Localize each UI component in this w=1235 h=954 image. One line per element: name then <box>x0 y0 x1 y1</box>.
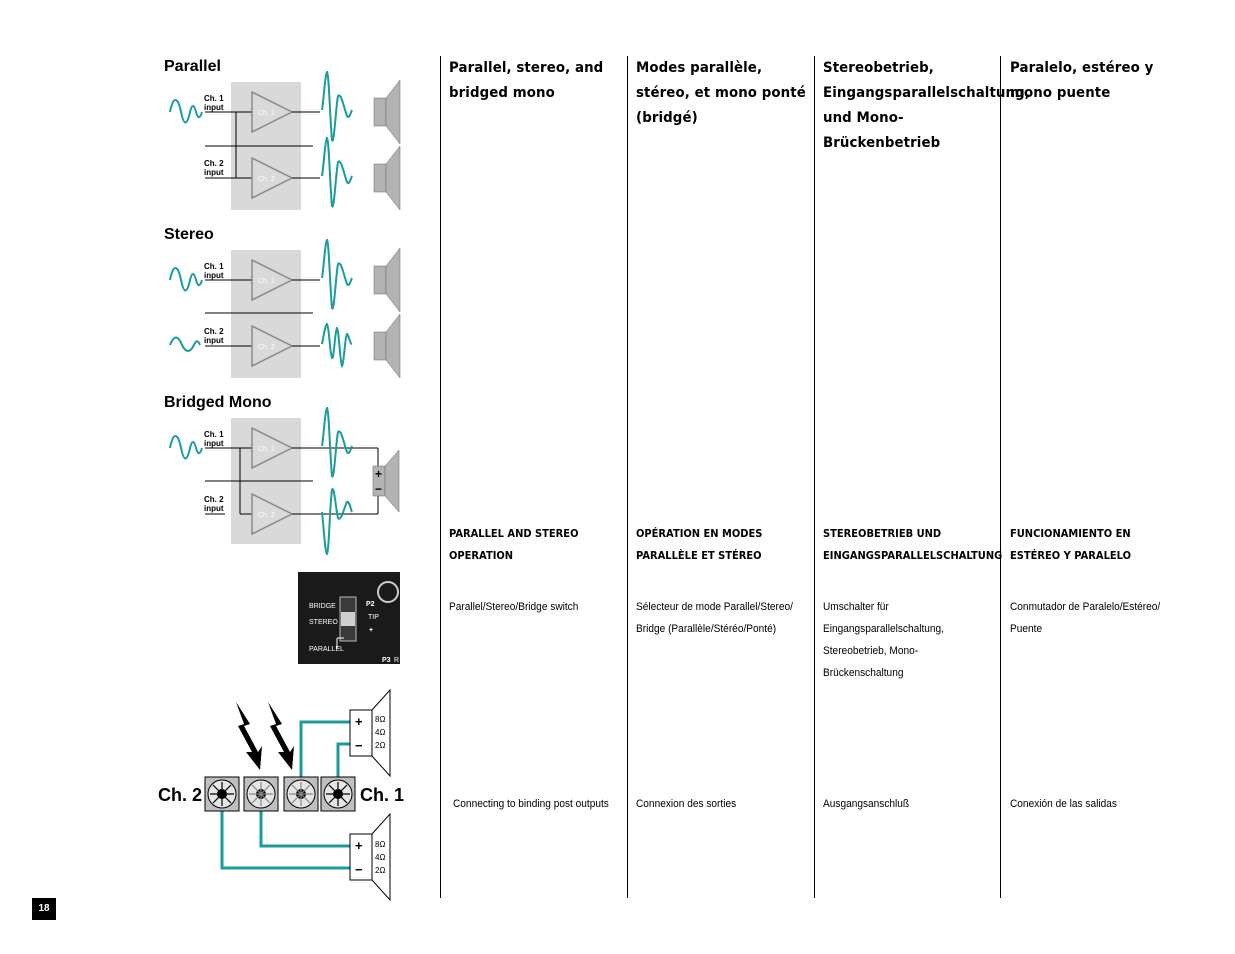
connect-caption: Connecting to binding post outputs <box>453 798 609 810</box>
plus-sign: + <box>355 838 363 853</box>
connect-caption: Connexion des sorties <box>636 798 737 810</box>
page-number: 18 <box>32 898 56 920</box>
parallel-title: Parallel <box>164 58 221 75</box>
stereo-ch2-input: Ch. 2 input <box>204 327 224 345</box>
column-subtitle: STEREOBETRIEB UND EINGANGSPARALLELSCHALT… <box>823 527 1003 562</box>
column-title: Paralelo, estéreo y mono puente <box>1010 60 1154 101</box>
switch-caption: Conmutador de Paralelo/Estéreo/ Puente <box>1010 601 1161 635</box>
connect-caption: Conexión de las salidas <box>1010 798 1117 810</box>
column-title: Modes parallèle, stéreo, et mono ponté (… <box>636 60 806 126</box>
lightning-icon <box>268 702 294 770</box>
plus-sign: + <box>375 467 382 481</box>
p2-label: P2 <box>366 601 375 608</box>
ch2-post-label: Ch. 2 <box>158 785 202 805</box>
column-german: Stereobetrieb, Eingangsparallelschaltung… <box>814 56 1030 898</box>
ohm-2-label: 2Ω <box>375 741 385 750</box>
bridged-ch1-input: Ch. 1 input <box>204 430 224 448</box>
switch-stereo-label: STEREO <box>309 619 338 626</box>
minus-sign: − <box>355 862 363 877</box>
ohm-2-label: 2Ω <box>375 866 385 875</box>
bridged-title: Bridged Mono <box>164 394 272 411</box>
switch-caption: Sélecteur de mode Parallel/Stereo/ Bridg… <box>636 601 793 635</box>
parallel-ch1-input: Ch. 1 input <box>204 94 224 112</box>
amp2-label: Ch. 2 <box>258 344 275 351</box>
ohm-8-label: 8Ω <box>375 715 385 724</box>
ch1-post-label: Ch. 1 <box>360 785 404 805</box>
speaker-top: + − 8Ω 4Ω 2Ω <box>349 688 391 778</box>
binding-post-ch2-pos[interactable] <box>243 776 279 812</box>
minus-sign: − <box>375 482 382 496</box>
column-spanish: Paralelo, estéreo y mono puente FUNCIONA… <box>1000 56 1188 898</box>
stereo-diagram: Ch. 1 Ch. 2 <box>169 239 401 379</box>
p3-label: P3 <box>382 657 391 664</box>
speaker-bottom: + − 8Ω 4Ω 2Ω <box>349 812 391 902</box>
amp1-label: Ch. 1 <box>258 278 275 285</box>
amp2-label: Ch. 2 <box>258 512 275 519</box>
column-english: Parallel, stereo, and bridged mono PARAL… <box>440 56 627 898</box>
stereo-ch1-input: Ch. 1 input <box>204 262 224 280</box>
amp2-label: Ch. 2 <box>258 176 275 183</box>
switch-caption: Parallel/Stereo/Bridge switch <box>449 601 579 613</box>
plus-sign: + <box>355 714 363 729</box>
column-subtitle: FUNCIONAMIENTO EN ESTÉREO Y PARALELO <box>1010 527 1132 562</box>
column-subtitle: OPÉRATION EN MODES PARALLÈLE ET STÉREO <box>636 527 763 562</box>
connect-caption: Ausgangsanschluß <box>823 798 910 810</box>
parallel-ch2-input: Ch. 2 input <box>204 159 224 177</box>
switch-bridge-label: BRIDGE <box>309 603 336 610</box>
binding-post-ch1-neg[interactable] <box>320 776 356 812</box>
switch-parallel-label: PARALLEL <box>309 646 344 653</box>
signal-flow-diagrams: Ch. 1 Ch. 2 Ch. 1 Ch. 2 <box>158 71 404 902</box>
binding-post-ch1-pos[interactable] <box>283 776 319 812</box>
parallel-diagram: Ch. 1 Ch. 2 <box>169 71 401 211</box>
stereo-title: Stereo <box>164 226 214 243</box>
switch-panel: BRIDGE STEREO PARALLEL P2 TIP + P3 R <box>298 572 400 664</box>
ohm-4-label: 4Ω <box>375 728 385 737</box>
r-label: R <box>394 657 399 664</box>
column-french: Modes parallèle, stéreo, et mono ponté (… <box>627 56 814 898</box>
minus-sign: − <box>355 738 363 753</box>
bridged-diagram: Ch. 1 Ch. 2 + − <box>169 407 400 556</box>
binding-post-ch2-neg[interactable] <box>204 776 240 812</box>
tip-label: TIP <box>368 614 379 621</box>
column-title: Parallel, stereo, and bridged mono <box>449 60 604 101</box>
amp1-label: Ch. 1 <box>258 110 275 117</box>
ohm-4-label: 4Ω <box>375 853 385 862</box>
plus-label: + <box>369 627 373 634</box>
lightning-icon <box>236 702 262 770</box>
amp-box <box>231 250 301 378</box>
bridged-ch2-input: Ch. 2 input <box>204 495 224 513</box>
switch-caption: Umschalter für Eingangsparallelschaltung… <box>823 601 944 679</box>
binding-posts: Ch. 2 Ch. 1 + − 8Ω 4Ω 2Ω + − 8Ω 4Ω 2Ω <box>158 688 404 902</box>
ohm-8-label: 8Ω <box>375 840 385 849</box>
amp1-label: Ch. 1 <box>258 446 275 453</box>
column-title: Stereobetrieb, Eingangsparallelschaltung… <box>823 60 1030 151</box>
column-subtitle: PARALLEL AND STEREO OPERATION <box>449 527 579 562</box>
